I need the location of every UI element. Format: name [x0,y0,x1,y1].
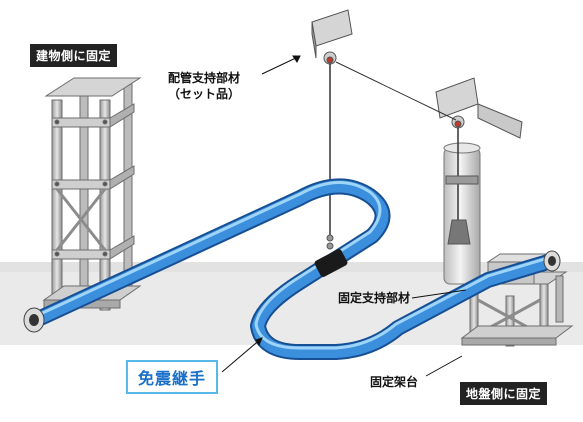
ground-fixed-label: 地盤側に固定 [460,382,548,405]
seismic-joint-label: 免震継手 [126,360,219,394]
fixed-frame-label: 固定架台 [370,375,419,389]
pipe-run [23,178,561,360]
leader-lines [221,55,467,377]
pipe-support-label-line2: （セット品） [168,87,241,101]
hanging-support-left [311,9,353,250]
pipe-support-label: 配管支持部材 （セット品） [168,70,240,102]
hanging-support-right [335,61,523,285]
building-tower-frame [42,77,142,311]
fixed-support-label: 固定支持部材 [338,291,411,305]
pipe-support-label-line1: 配管支持部材 [168,71,241,85]
building-fixed-label: 建物側に固定 [30,44,118,67]
